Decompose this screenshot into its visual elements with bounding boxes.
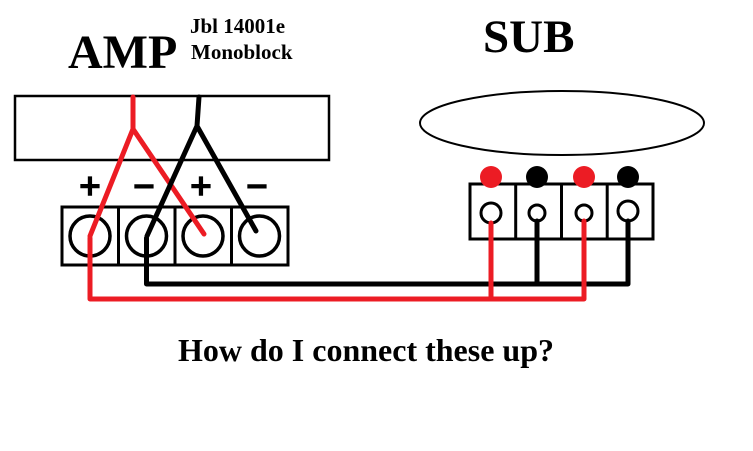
amp-negative-wire-fork: [144, 94, 259, 239]
amp-body: [13, 94, 331, 162]
sub-terminal-strip: [468, 182, 655, 241]
amp-model-line-2: Monoblock: [191, 40, 293, 64]
sub-terminal-dot-1: [480, 166, 502, 188]
positive-wire-run: [87, 218, 587, 302]
negative-wire-run: [144, 218, 631, 287]
sub-terminal-1: [479, 201, 503, 225]
sub-terminal-dot-3: [573, 166, 595, 188]
amp-terminal-4: [237, 214, 282, 258]
amp-polarity-label-3: +: [190, 166, 212, 208]
amp-polarity-label-2: −: [133, 166, 155, 208]
amp-model-line-1: Jbl 14001e: [190, 14, 285, 38]
amp-polarity-label-4: −: [246, 166, 268, 208]
amp-positive-wire-fork: [87, 94, 207, 239]
sub-body-outline: [419, 90, 705, 156]
sub-terminal-dot-4: [617, 166, 639, 188]
sub-label: SUB: [483, 11, 574, 63]
sub-terminal-4: [616, 199, 640, 223]
sub-terminal-dot-2: [526, 166, 548, 188]
amp-label: AMP: [68, 26, 177, 79]
amp-polarity-label-1: +: [79, 166, 101, 208]
question-text: How do I connect these up?: [178, 332, 554, 368]
